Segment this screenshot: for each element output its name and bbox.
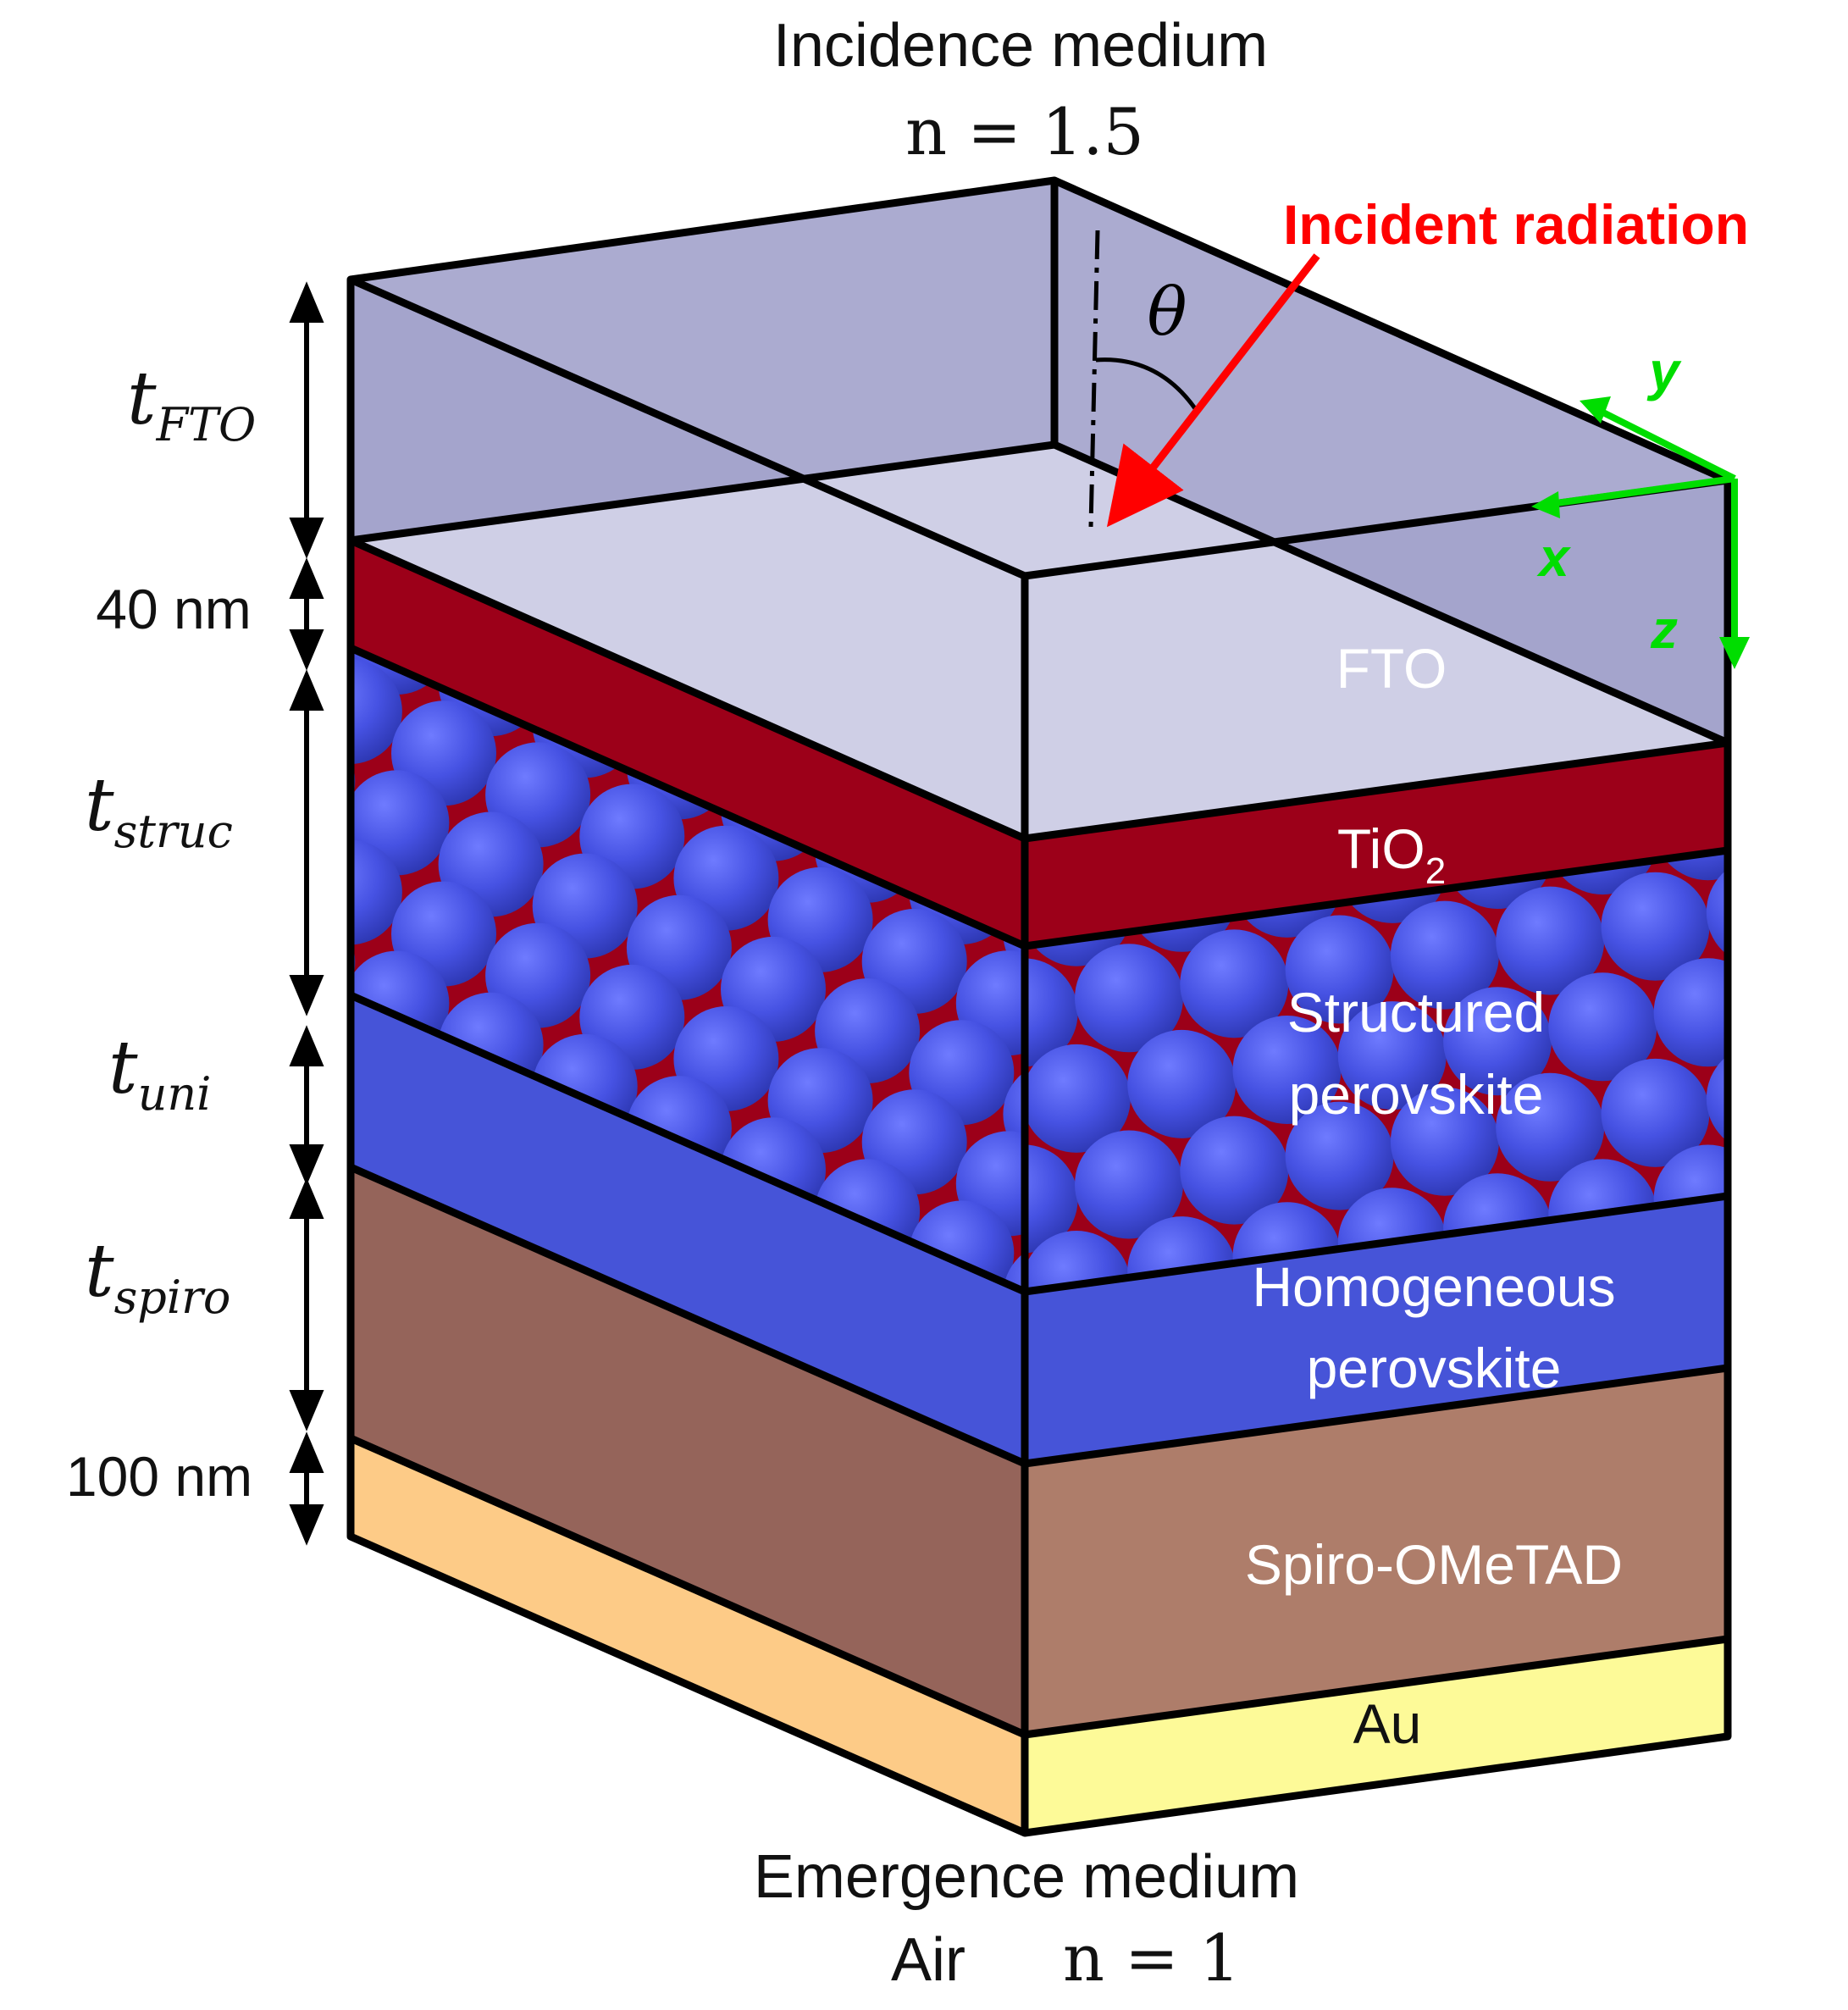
au-thickness-label: 100 nm bbox=[66, 1445, 252, 1508]
perovskite-sphere bbox=[1706, 1044, 1728, 1153]
tio2-label-sub: 2 bbox=[1425, 850, 1446, 892]
y-axis-label: y bbox=[1646, 341, 1682, 401]
incident-radiation-label: Incident radiation bbox=[1283, 193, 1749, 256]
x-axis-label: x bbox=[1536, 527, 1571, 588]
perovskite-sphere bbox=[1496, 1072, 1605, 1182]
perovskite-sphere bbox=[1496, 886, 1605, 995]
homogeneous-layer-right bbox=[1025, 1196, 1728, 1464]
emergence-refractive-index: n = 1 bbox=[1063, 1920, 1240, 1996]
perovskite-sphere bbox=[351, 839, 402, 945]
angle-symbol: θ bbox=[1148, 274, 1187, 351]
x-axis-arrow bbox=[1549, 475, 1735, 507]
y-axis-arrow bbox=[1595, 406, 1736, 482]
spiro-layer-right bbox=[1025, 1368, 1728, 1735]
tio2-label-base: TiO bbox=[1337, 817, 1425, 880]
perovskite-sphere bbox=[351, 728, 356, 834]
perovskite-sphere bbox=[1180, 1116, 1289, 1225]
spiro-label: Spiro-OMeTAD bbox=[1245, 1533, 1623, 1596]
incidence-medium-title: Incidence medium bbox=[773, 12, 1268, 80]
perovskite-sphere bbox=[351, 659, 402, 765]
fto-thickness-arrow bbox=[289, 281, 324, 559]
tio2-layer-left bbox=[351, 540, 1025, 946]
au-layer-right bbox=[1025, 1639, 1728, 1833]
thickness-labels: tFTO 40 nm tstruc tuni tspiro 100 nm bbox=[66, 357, 256, 1508]
perovskite-sphere bbox=[1285, 1101, 1394, 1210]
thickness-arrows bbox=[289, 281, 324, 1546]
spiro-layer-left bbox=[351, 1167, 1025, 1735]
structured-label-line1: Structured bbox=[1287, 981, 1545, 1044]
tio2-thickness-arrow bbox=[289, 557, 324, 671]
t-struc-label: tstruc bbox=[85, 763, 233, 858]
perovskite-sphere bbox=[1285, 915, 1394, 1024]
au-layer-left bbox=[351, 1438, 1025, 1833]
homogeneous-layer-left bbox=[351, 995, 1025, 1464]
perovskite-sphere bbox=[1443, 987, 1552, 1096]
layer-labels: FTO TiO2 Structured perovskite Homogeneo… bbox=[1245, 637, 1623, 1755]
angle-arc bbox=[1095, 357, 1201, 415]
glass-left-face bbox=[351, 180, 1054, 540]
perovskite-sphere bbox=[1127, 1029, 1237, 1138]
perovskite-sphere bbox=[1232, 1016, 1342, 1124]
perovskite-sphere bbox=[1075, 944, 1183, 1053]
uni-thickness-arrow bbox=[289, 1025, 324, 1186]
structured-label-line2: perovskite bbox=[1289, 1063, 1544, 1126]
au-thickness-arrow bbox=[289, 1431, 324, 1546]
struc-thickness-arrow bbox=[289, 669, 324, 1016]
z-axis-label: z bbox=[1650, 599, 1678, 660]
perovskite-sphere bbox=[1025, 1044, 1131, 1153]
tio2-label: TiO2 bbox=[1337, 817, 1446, 892]
perovskite-sphere bbox=[1025, 1144, 1078, 1254]
emergence-medium-title: Emergence medium bbox=[754, 1843, 1299, 1911]
perovskite-sphere bbox=[1653, 958, 1728, 1067]
emergence-medium-name: Air bbox=[891, 1926, 965, 1994]
fto-top-face bbox=[351, 445, 1728, 839]
perovskite-sphere bbox=[1706, 857, 1728, 966]
coordinate-axes bbox=[1531, 396, 1750, 669]
au-label: Au bbox=[1353, 1692, 1422, 1755]
perovskite-sphere bbox=[1601, 872, 1710, 981]
perovskite-sphere bbox=[1180, 929, 1289, 1038]
perovskite-sphere bbox=[1548, 972, 1657, 1082]
perovskite-sphere bbox=[1390, 900, 1499, 1010]
homogeneous-label-line1: Homogeneous bbox=[1252, 1255, 1615, 1318]
homogeneous-label-line2: perovskite bbox=[1307, 1337, 1562, 1399]
fto-label: FTO bbox=[1336, 637, 1447, 700]
tio2-layer-right bbox=[1025, 743, 1728, 946]
perovskite-sphere bbox=[1337, 1001, 1447, 1110]
t-uni-label: tuni bbox=[108, 1026, 211, 1121]
t-fto-label: tFTO bbox=[127, 357, 256, 451]
spiro-thickness-arrow bbox=[289, 1177, 324, 1431]
t-spiro-label: tspiro bbox=[85, 1229, 230, 1324]
perovskite-sphere bbox=[1025, 958, 1078, 1067]
incident-ray bbox=[1106, 253, 1320, 528]
glass-right-face bbox=[1054, 180, 1728, 743]
incidence-refractive-index: n = 1.5 bbox=[905, 94, 1144, 169]
perovskite-sphere bbox=[1075, 1130, 1183, 1239]
perovskite-sphere bbox=[1601, 1058, 1710, 1167]
tio2-thickness-label: 40 nm bbox=[96, 578, 251, 640]
box-edges bbox=[346, 176, 1732, 1837]
perovskite-sphere bbox=[1390, 1087, 1499, 1196]
